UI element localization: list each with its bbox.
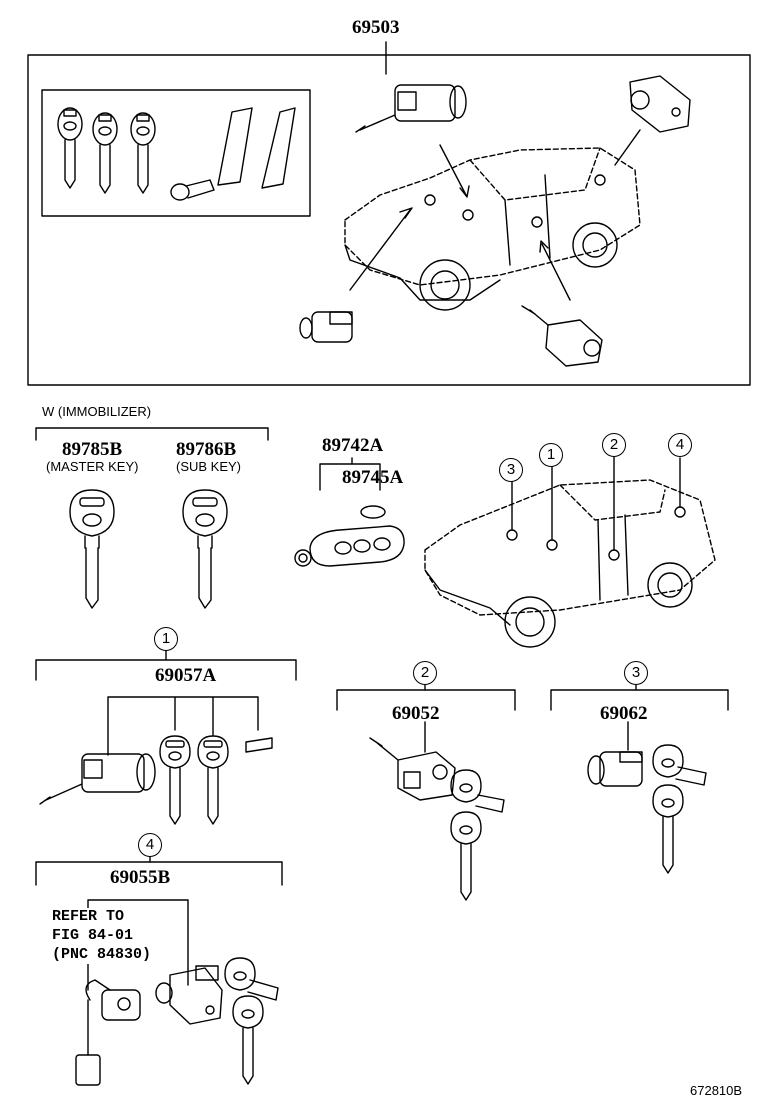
transmitter-bracket [319, 457, 381, 491]
group3-key-b [652, 784, 684, 874]
group2-bracket [336, 689, 516, 711]
vehicle-mid [424, 479, 716, 616]
callout-3-vehicle: 3 [499, 458, 523, 482]
master-key-drawing [69, 489, 115, 609]
key-set-frame [41, 89, 311, 217]
refer-note-line-3: (PNC 84830) [52, 945, 152, 963]
group4-harness [75, 979, 141, 1086]
group1-key-a [159, 735, 191, 825]
group4-cylinder [155, 965, 223, 1025]
callout-2-group: 2 [413, 661, 437, 685]
group2-key-b [450, 811, 482, 901]
assembly-frame [27, 54, 751, 386]
immobilizer-bracket [35, 427, 269, 441]
group4-bracket [35, 861, 283, 886]
door-cylinder-bottom-left [299, 311, 353, 343]
sub-key-drawing [182, 489, 228, 609]
group3-cylinder [587, 751, 643, 787]
group4-key-b [232, 995, 264, 1085]
callout-1-group: 1 [154, 627, 178, 651]
group1-tag [245, 737, 273, 753]
master-key-part: 89785B [62, 439, 123, 460]
vehicle-top-solid [344, 174, 618, 311]
door-cylinder-bottom-right [521, 305, 603, 367]
group4-part: 69055B [110, 867, 171, 888]
key-set-keys [57, 107, 156, 194]
group3-key-a [652, 744, 707, 786]
group4-key-a [224, 957, 279, 1001]
vehicle-top [344, 147, 641, 286]
group1-cylinder [39, 753, 156, 805]
battery-part: 89745A [342, 467, 404, 488]
transmitter-part: 89742A [322, 435, 384, 456]
group2-key-a [450, 769, 505, 813]
refer-note: REFER TO FIG 84-01 (PNC 84830) [52, 908, 152, 965]
group1-part: 69057A [155, 665, 217, 686]
group3-bracket [550, 689, 729, 711]
group2-cylinder [369, 737, 456, 801]
group3-part: 69062 [600, 703, 648, 724]
door-cylinder-top-right [629, 75, 691, 133]
key-set-accessories [170, 107, 296, 201]
immobilizer-label: W (IMMOBILIZER) [42, 404, 152, 419]
assembly-number: 69503 [352, 17, 400, 38]
callout-4-group: 4 [138, 833, 162, 857]
ignition-cylinder-top [355, 84, 467, 133]
transmitter-drawing [294, 505, 405, 567]
figure-id: 672810B [690, 1083, 743, 1098]
group2-part: 69052 [392, 703, 440, 724]
group1-key-b [197, 735, 229, 825]
sub-key-part: 89786B [176, 439, 237, 460]
callout-1-vehicle: 1 [539, 443, 563, 467]
callout-4-vehicle: 4 [668, 433, 692, 457]
callout-2-vehicle: 2 [602, 433, 626, 457]
refer-note-line-2: FIG 84-01 [52, 926, 134, 944]
group1-leaders [107, 696, 259, 756]
sub-key-desc: (SUB KEY) [176, 459, 242, 474]
callout-3-group: 3 [624, 661, 648, 685]
master-key-desc: (MASTER KEY) [46, 459, 139, 474]
refer-note-line-1: REFER TO [52, 908, 125, 925]
vehicle-mid-solid [424, 455, 693, 648]
vehicle-top-arrows [349, 129, 641, 301]
